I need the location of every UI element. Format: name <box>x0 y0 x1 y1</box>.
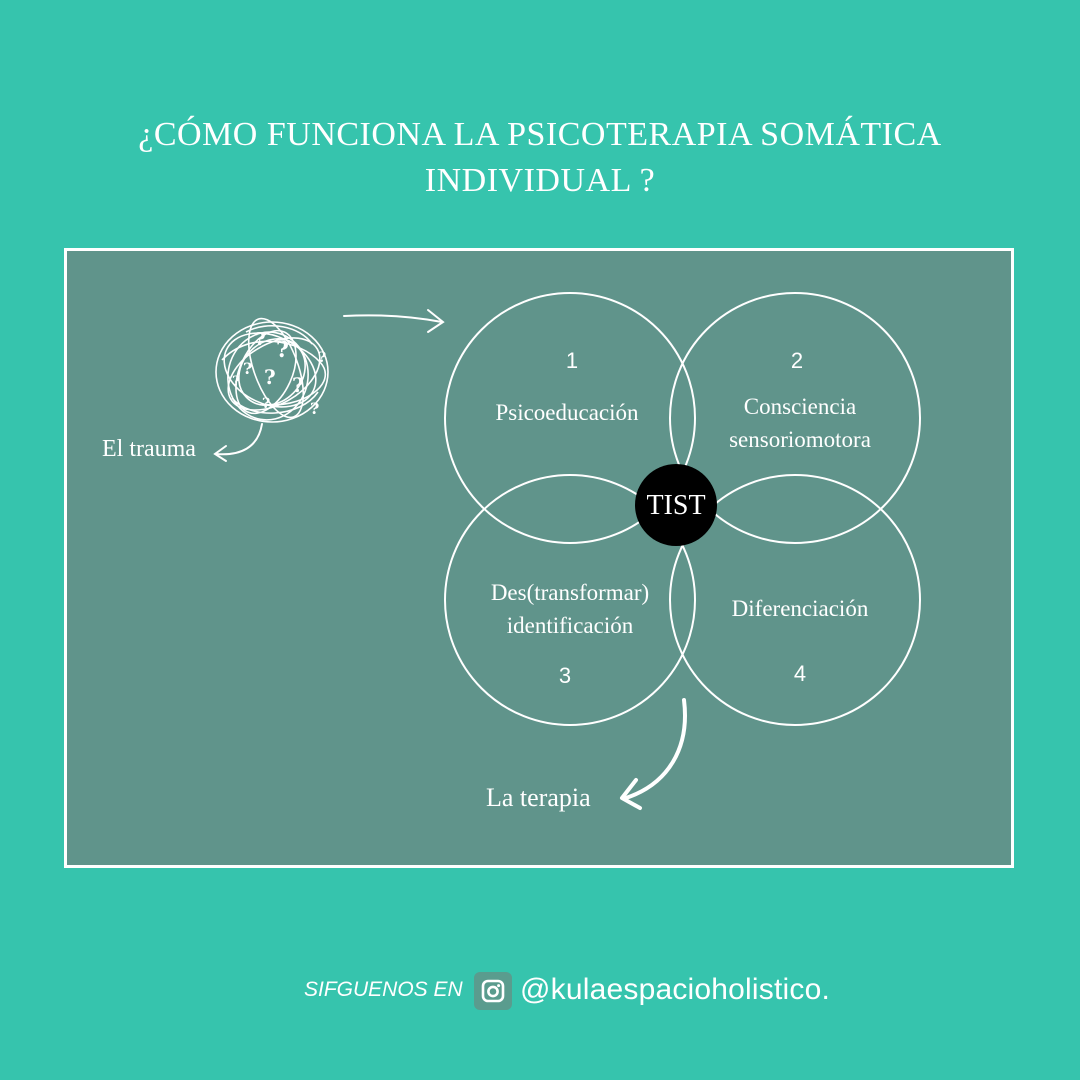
question-mark: ? <box>255 329 266 350</box>
question-mark: ? <box>264 365 276 389</box>
trauma-arrow <box>213 423 263 462</box>
question-mark: ? <box>318 350 326 366</box>
follow-label: SIFGUENOS EN <box>304 978 463 1001</box>
center-label: TIST <box>646 490 705 521</box>
circle-3-number: 3 <box>559 663 571 688</box>
circle-2 <box>669 292 921 544</box>
instagram-link[interactable] <box>474 972 512 1010</box>
circle-2-label-line-1: Consciencia <box>744 394 856 419</box>
trauma-label: El trauma <box>102 436 196 462</box>
page-title: ¿CÓMO FUNCIONA LA PSICOTERAPIA SOMÁTICA … <box>0 112 1080 204</box>
question-mark: ? <box>243 359 252 378</box>
circle-1 <box>444 292 696 544</box>
circle-3-label-line-1: Des(transformar) <box>491 580 649 605</box>
question-mark: ? <box>292 373 304 397</box>
circle-4 <box>669 474 921 726</box>
question-mark: ? <box>262 396 270 412</box>
question-mark: ? <box>276 337 289 363</box>
tangle-icon <box>215 317 329 423</box>
circle-3 <box>444 474 696 726</box>
circle-1-number: 1 <box>566 348 578 373</box>
circle-2-number: 2 <box>791 348 803 373</box>
circle-4-number: 4 <box>794 661 806 686</box>
circle-3-label-line-2: identificación <box>507 613 634 638</box>
question-mark: ? <box>310 399 319 418</box>
therapy-label: La terapia <box>486 783 591 812</box>
diagram-panel: ? ? ? ? ? ? ? ? ? El trauma <box>64 248 1014 868</box>
circle-2-label-line-2: sensoriomotora <box>729 427 871 452</box>
title-line-1: ¿CÓMO FUNCIONA LA PSICOTERAPIA SOMÁTICA <box>138 116 942 153</box>
circle-4-label: Diferenciación <box>732 596 869 621</box>
therapy-arrow <box>620 698 687 810</box>
instagram-handle[interactable]: @kulaespacioholistico. <box>520 973 831 1006</box>
right-arrow <box>343 309 445 333</box>
title-line-2: INDIVIDUAL ? <box>424 162 656 199</box>
instagram-icon <box>481 979 505 1003</box>
question-mark: ? <box>232 374 240 390</box>
circle-1-label: Psicoeducación <box>495 400 639 425</box>
center-badge <box>635 464 717 546</box>
question-marks: ? ? ? ? ? ? ? ? ? <box>232 329 326 418</box>
diagram-canvas: ? ? ? ? ? ? ? ? ? El trauma <box>102 292 921 812</box>
social-footer: SIFGUENOS EN @kulaespacioholistico. <box>0 970 1080 1014</box>
